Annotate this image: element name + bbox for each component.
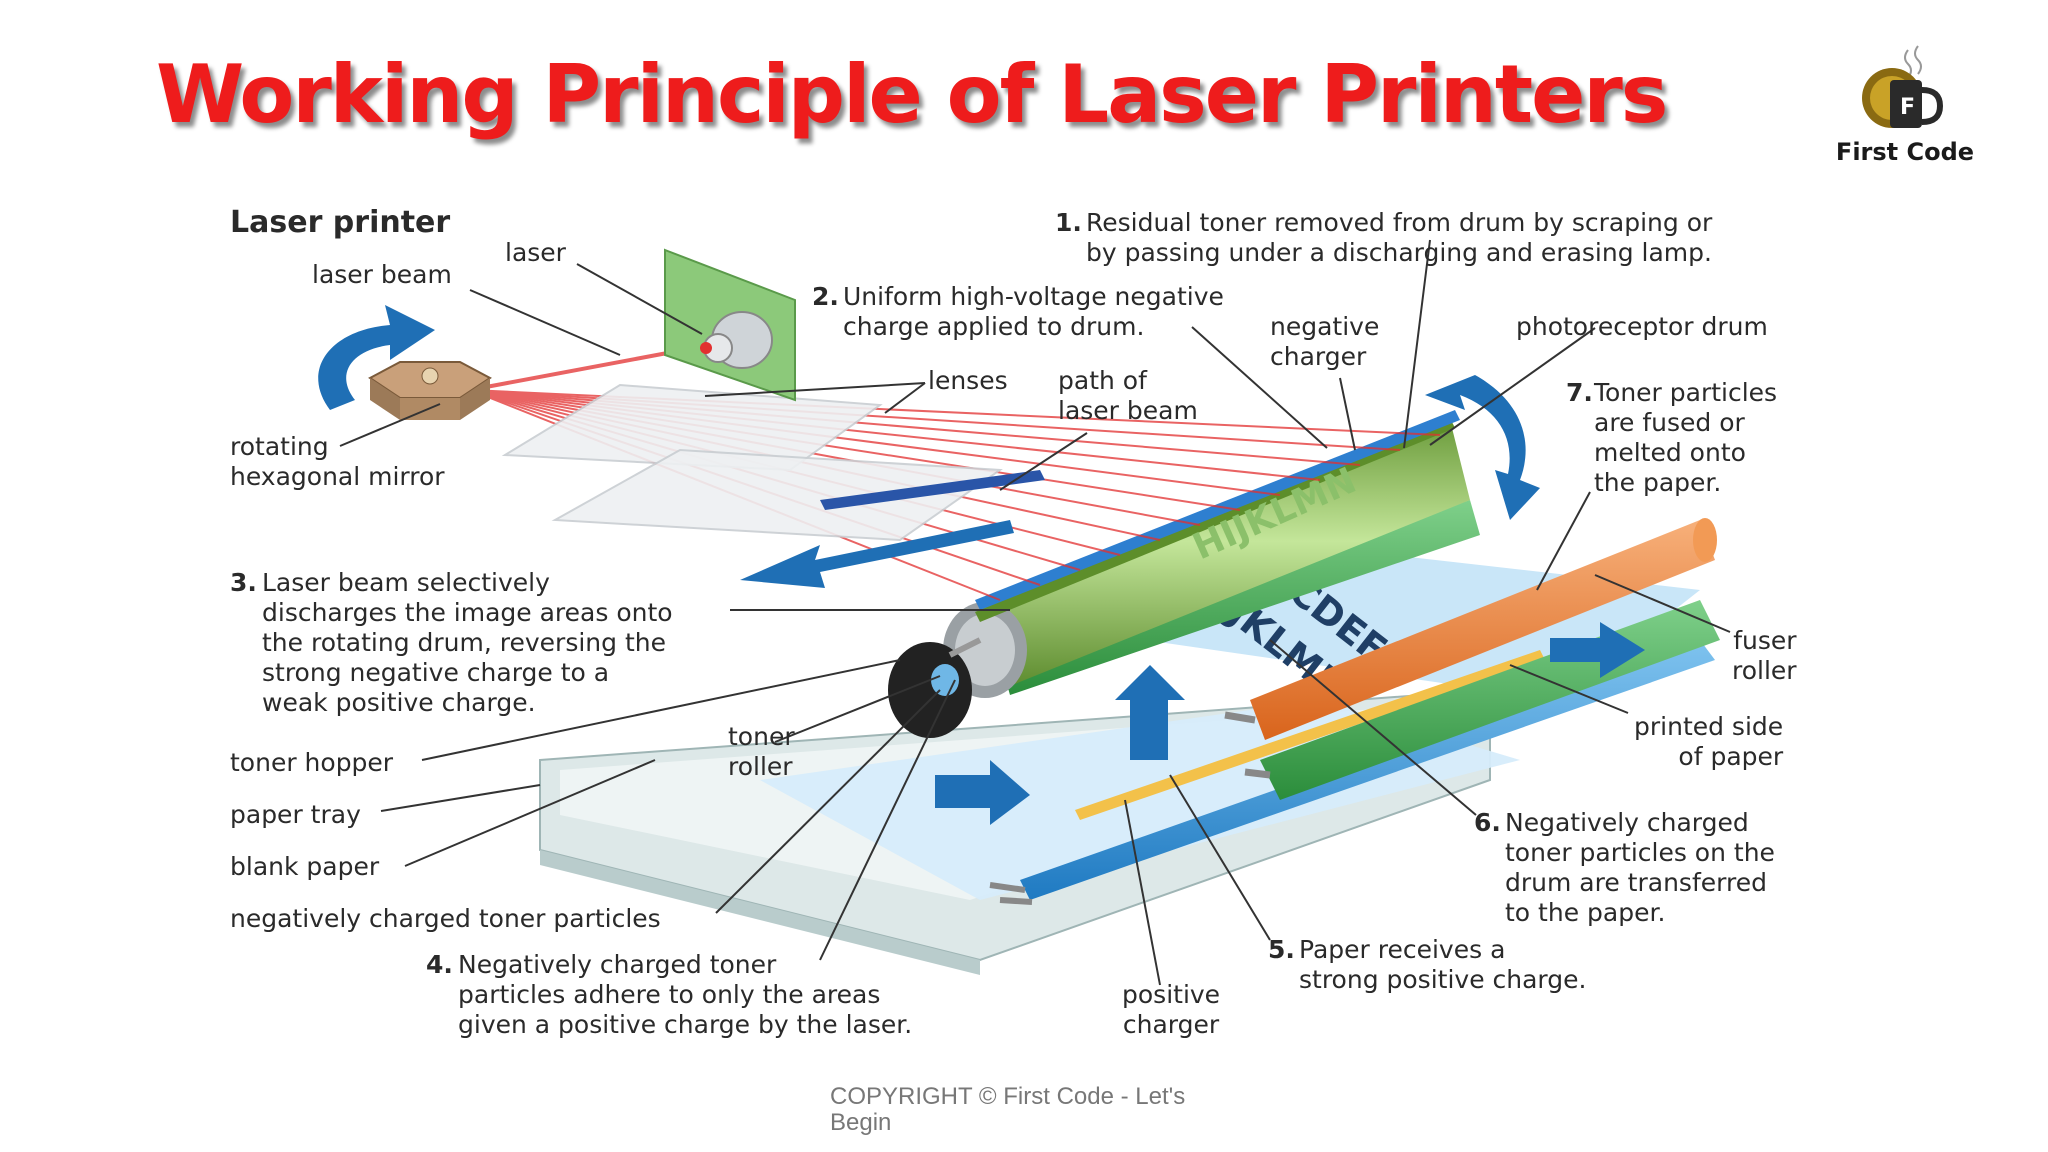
label-lenses: lenses bbox=[928, 366, 1008, 395]
label-toner-particles: negatively charged toner particles bbox=[230, 904, 661, 933]
laser-unit bbox=[664, 248, 796, 402]
label-paper-tray: paper tray bbox=[230, 800, 361, 829]
slide-title: Working Principle of Laser Printers bbox=[156, 48, 1668, 141]
label-blank-paper: blank paper bbox=[230, 852, 380, 881]
step-7-text: Toner particles are fused or melted onto… bbox=[1594, 378, 1778, 497]
logo-text: First Code bbox=[1835, 138, 1975, 166]
scan-direction-arrow bbox=[740, 520, 1014, 588]
first-code-logo: F First Code bbox=[1820, 40, 1980, 170]
step-1-text: Residual toner removed from drum by scra… bbox=[1086, 208, 1713, 267]
paper-out-arrow bbox=[1550, 622, 1645, 678]
logo-letter: F bbox=[1900, 95, 1915, 120]
paper-in-arrow bbox=[935, 760, 1030, 825]
step-6-text: Negatively charged toner particles on th… bbox=[1505, 808, 1775, 927]
step-4-text: Negatively charged toner particles adher… bbox=[458, 950, 913, 1039]
paper-up-arrow bbox=[1115, 665, 1185, 760]
rotating-hexagonal-mirror bbox=[368, 361, 492, 420]
step-7-number: 7. bbox=[1566, 378, 1593, 407]
rotation-arrow-mirror bbox=[318, 305, 435, 410]
label-negative-charger: negative charger bbox=[1270, 312, 1380, 371]
label-laser-beam: laser beam bbox=[312, 260, 452, 289]
step-4-number: 4. bbox=[426, 950, 453, 979]
label-fuser-roller: fuser roller bbox=[1732, 626, 1797, 685]
diagram-heading: Laser printer bbox=[230, 205, 451, 240]
step-2-text: Uniform high-voltage negative charge app… bbox=[843, 282, 1224, 341]
copyright-notice: COPYRIGHT © First Code - Let's Begin bbox=[830, 1083, 1186, 1136]
label-path-of-beam: path of laser beam bbox=[1058, 366, 1198, 425]
step-1-number: 1. bbox=[1055, 208, 1082, 237]
label-photoreceptor-drum: photoreceptor drum bbox=[1516, 312, 1768, 341]
label-positive-charger: positive charger bbox=[1122, 980, 1221, 1039]
green-roller bbox=[1000, 500, 1480, 695]
step-2-number: 2. bbox=[812, 282, 839, 311]
yellow-rod bbox=[1075, 650, 1545, 820]
label-toner-hopper: toner hopper bbox=[230, 748, 394, 777]
step-6-number: 6. bbox=[1474, 808, 1501, 837]
coffee-cup-icon: F bbox=[1862, 45, 1944, 128]
label-rotating-mirror: rotating hexagonal mirror bbox=[230, 432, 445, 491]
label-printed-side: printed side of paper bbox=[1634, 712, 1784, 771]
step-3-text: Laser beam selectively discharges the im… bbox=[262, 568, 673, 717]
laser-path-bar bbox=[820, 470, 1045, 510]
rotation-arrow-drum bbox=[1425, 375, 1540, 520]
step-5-text: Paper receives a strong positive charge. bbox=[1299, 935, 1587, 994]
step-5-number: 5. bbox=[1268, 935, 1295, 964]
leader-lines bbox=[339, 239, 1731, 986]
step-3-number: 3. bbox=[230, 568, 257, 597]
negative-charger-bar bbox=[975, 410, 1460, 610]
label-laser: laser bbox=[505, 238, 566, 267]
label-toner-roller: toner roller bbox=[728, 722, 795, 781]
lens-lower bbox=[551, 448, 1003, 542]
